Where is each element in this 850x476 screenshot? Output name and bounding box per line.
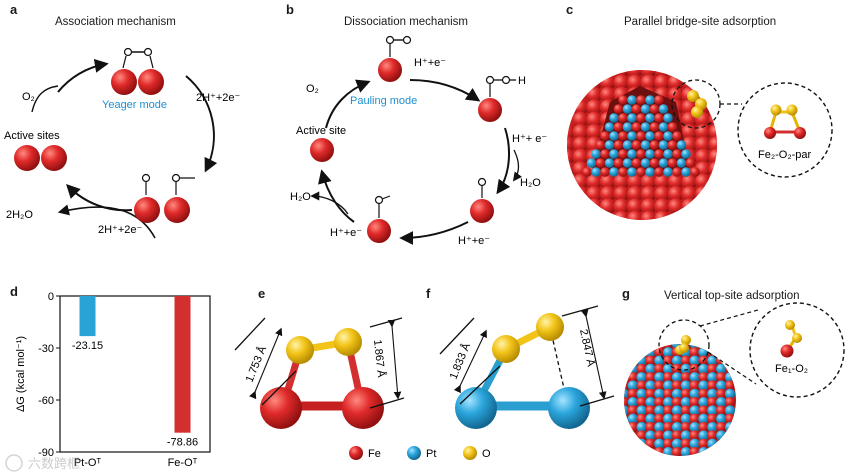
x-tick-label: Pt-Oᵀ [74,457,102,469]
panel-b-h1: H⁺+e⁻ [414,57,446,69]
panel-e-d1: 1.753 Å [243,343,270,384]
panel-f-structure [439,305,615,429]
panel-f-d1: 1.833 Å [447,340,474,381]
panel-b-molecule-o [470,177,494,223]
pt-atom [548,387,590,429]
fe-atom [260,387,302,429]
legend-label-fe: Fe [368,448,381,460]
panel-b-molecule-ooh: H [478,75,526,122]
panel-a-cycle [31,58,218,239]
panel-c-title: Parallel bridge-site adsorption [624,16,777,28]
panel-a-mode: Yeager mode [102,99,167,111]
o-atom [334,328,362,356]
panel-g-zoom-circle [658,319,710,371]
y-tick-label: -90 [38,447,54,459]
legend-swatch-pt [407,446,421,460]
panel-a-water: 2H₂O [6,209,33,221]
panel-b-title: Dissociation mechanism [344,16,468,28]
panel-b-h2: H⁺+ e⁻ [512,133,547,145]
panel-b-active: Active site [296,125,346,137]
panel-a-step2: 2H⁺+2e⁻ [98,224,143,236]
panel-f-d2: 2.847 Å [577,328,598,368]
panel-a-title: Association mechanism [55,16,176,28]
panel-g-nanoparticle [624,335,736,456]
panel-e-d2: 1.867 Å [371,339,388,379]
panel-a-active: Active sites [4,130,60,142]
bar-data-label: -78.86 [167,437,198,449]
panel-label-g: g [622,286,630,301]
x-tick-label: Fe-Oᵀ [168,457,198,469]
panel-b-w1: H₂O [520,177,541,189]
panel-label-e: e [258,286,266,301]
bar [174,296,191,433]
panel-b-w2: H₂O [290,191,311,203]
o-atom [286,336,314,364]
legend-swatch-fe [349,446,363,460]
plot-frame [59,295,211,453]
y-tick-label: -30 [38,343,54,355]
panel-a-molecule-top [111,47,164,95]
panel-a-molecule-right [134,173,195,223]
atom-legend: Fe Pt O [349,446,491,460]
panel-a-step1: 2H⁺+2e⁻ [196,92,241,104]
panel-b-o2: O₂ [306,83,319,95]
fe-atom [342,387,384,429]
svg-text:H: H [518,75,526,87]
legend-swatch-o [463,446,477,460]
panel-g-inset-circle [749,302,845,398]
panel-b-molecule-o2 [378,35,412,82]
panel-c-adsorbed-o2 [687,90,707,118]
o-atom [536,313,564,341]
y-tick-label: 0 [48,291,54,303]
panel-c-inset-structure [764,104,806,139]
panel-g-title: Vertical top-site adsorption [664,290,800,302]
pt-atom [455,387,497,429]
panel-c-inset-label: Fe₂-O₂-par [758,149,811,161]
panel-c-inset-circle [737,82,833,178]
panel-b-mode: Pauling mode [350,95,417,107]
panel-b-active-site [310,138,334,162]
panel-b-h4: H⁺+e⁻ [330,227,362,239]
panel-a-o2: O₂ [22,91,35,103]
panel-g-adsorbed-o2 [675,335,691,355]
watermark-logo: 六数跨框 [5,454,80,472]
y-axis-label: ΔG (kcal mol⁻¹) [15,336,27,412]
legend-label-pt: Pt [426,448,436,460]
panel-g-inset-structure [780,320,802,358]
o-atom [492,335,520,363]
panel-label-b: b [286,2,294,17]
panel-label-d: d [10,284,18,299]
panel-g-inset-label: Fe₁-O₂ [775,363,808,375]
watermark-text: 六数跨框 [28,456,80,471]
panel-c-nanoparticle [567,70,717,220]
panel-label-a: a [10,2,18,17]
legend-label-o: O [482,448,491,460]
panel-label-f: f [426,286,431,301]
y-tick-label: -60 [38,395,54,407]
panel-b-cycle [310,79,523,245]
panel-b-h3: H⁺+e⁻ [458,235,490,247]
panel-b-molecule-oh [367,195,391,243]
bar-data-label: -23.15 [72,340,103,352]
panel-e-structure [234,317,405,429]
panel-label-c: c [566,2,574,17]
bar [79,296,96,337]
panel-a-active-sites [14,145,67,171]
